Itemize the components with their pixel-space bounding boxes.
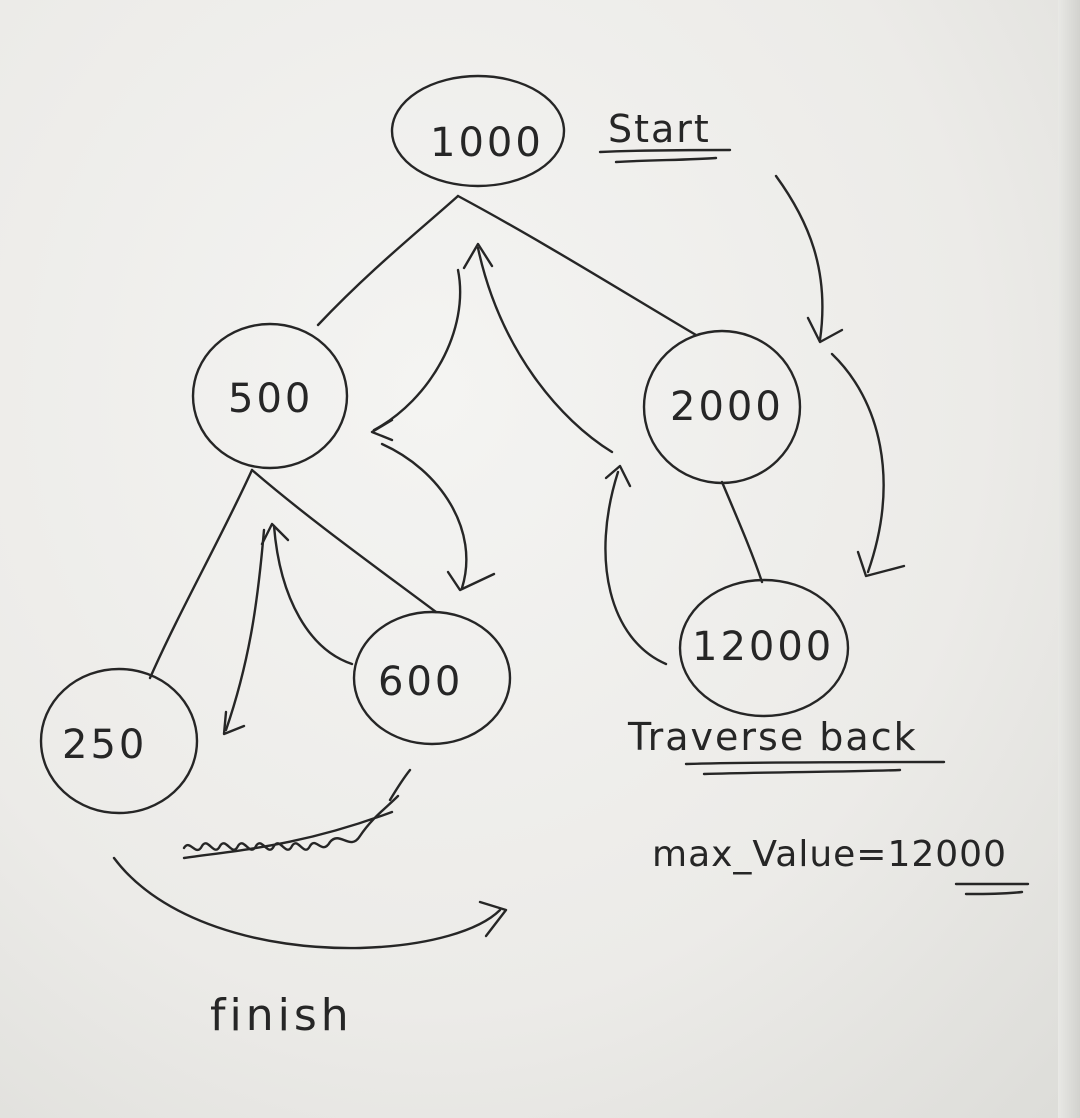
- node-12000: 12000: [678, 578, 850, 718]
- start-label: Start: [608, 107, 711, 151]
- edge-1000-500: [316, 194, 460, 327]
- arrow-start-to-right: [774, 174, 824, 342]
- tree-edges: [148, 194, 764, 680]
- max-value-label: max_Value=12000: [652, 834, 1007, 875]
- edge-1000-2000: [456, 194, 698, 337]
- arrowhead-icon: [604, 464, 632, 488]
- edge-500-600: [250, 468, 438, 614]
- arrow-2000-back-to-1000: [476, 246, 614, 454]
- node-label-250: 250: [62, 722, 147, 768]
- traversal-arrows: [112, 174, 906, 950]
- arrow-500-to-600: [380, 442, 468, 590]
- edge-500-250: [148, 468, 254, 680]
- node-label-2000: 2000: [670, 384, 784, 430]
- arrowhead-icon: [260, 522, 290, 546]
- crossed-out-scribble: [182, 768, 412, 860]
- node-2000: 2000: [642, 329, 802, 485]
- arrow-600-back-to-500: [272, 524, 354, 666]
- page-edge-shadow: [1058, 0, 1080, 1118]
- arrow-1000-to-500: [372, 268, 462, 432]
- arrowhead-icon: [370, 418, 394, 442]
- node-label-600: 600: [378, 659, 463, 705]
- max-value-underline: [954, 882, 1030, 896]
- arrow-right-to-12000: [830, 352, 885, 574]
- node-label-1000: 1000: [430, 120, 544, 166]
- start-underline: [598, 148, 732, 164]
- node-label-12000: 12000: [692, 624, 834, 670]
- arrowhead-icon: [856, 550, 906, 578]
- arrowhead-icon: [806, 316, 844, 344]
- arrowhead-icon: [446, 570, 496, 592]
- node-1000: 1000: [390, 74, 566, 188]
- arrowhead-icon: [478, 900, 508, 938]
- arrow-finish-sweep: [112, 856, 502, 950]
- arrowhead-icon: [462, 242, 494, 270]
- edge-2000-12000: [720, 480, 764, 584]
- traverse-back-underline: [684, 760, 946, 776]
- finish-label: finish: [210, 990, 353, 1041]
- node-250: 250: [39, 667, 199, 815]
- arrow-12000-back-to-2000: [604, 470, 668, 666]
- arrowhead-icon: [222, 710, 246, 736]
- node-500: 500: [191, 322, 349, 470]
- node-label-500: 500: [228, 376, 313, 422]
- traverse-back-label: Traverse back: [627, 715, 918, 759]
- node-600: 600: [352, 610, 512, 746]
- arrow-500-to-250: [224, 528, 266, 732]
